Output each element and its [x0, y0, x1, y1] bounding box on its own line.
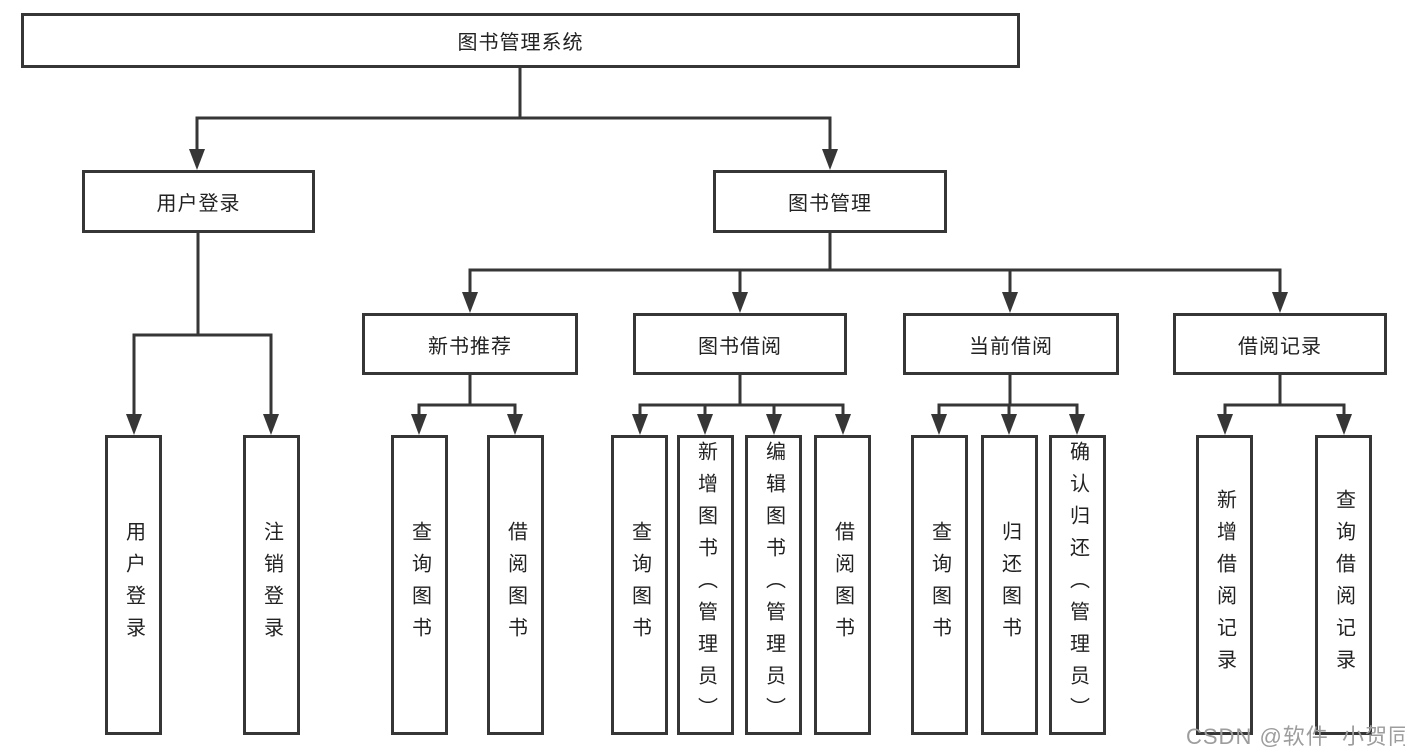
leaf-label: 查询图书: [408, 521, 431, 649]
leaf-logout: 注销登录: [243, 435, 300, 735]
node-label: 用户登录: [156, 193, 241, 215]
arrowhead-icons: [126, 149, 1352, 435]
node-label: 图书管理系统: [457, 32, 584, 54]
leaf-borrow-books: 借阅图书: [814, 435, 871, 735]
leaf-label: 借阅图书: [504, 521, 527, 649]
leaf-confirm-return-admin: 确认归还（管理员）: [1049, 435, 1106, 735]
node-label: 图书管理: [788, 193, 872, 215]
leaf-query-books-recommend: 查询图书: [391, 435, 448, 735]
node-label: 图书借阅: [698, 335, 782, 358]
leaf-return-book: 归还图书: [981, 435, 1038, 735]
node-current-borrow: 当前借阅: [903, 313, 1119, 375]
csdn-watermark: CSDN @软件_小贺同学: [1186, 724, 1405, 747]
node-borrow-records: 借阅记录: [1173, 313, 1387, 375]
node-new-book-recommend: 新书推荐: [362, 313, 578, 375]
leaf-borrow-books-recommend: 借阅图书: [487, 435, 544, 735]
leaf-label: 用户登录: [122, 521, 145, 649]
leaf-label: 编辑图书（管理员）: [762, 441, 785, 729]
leaf-label: 归还图书: [998, 521, 1021, 649]
leaf-add-book-admin: 新增图书（管理员）: [677, 435, 734, 735]
leaf-label: 查询借阅记录: [1332, 489, 1355, 681]
leaf-label: 借阅图书: [831, 521, 854, 649]
leaf-label: 新增借阅记录: [1213, 489, 1236, 681]
node-label: 当前借阅: [969, 335, 1053, 358]
leaf-user-login: 用户登录: [105, 435, 162, 735]
node-book-borrow: 图书借阅: [633, 313, 847, 375]
leaf-add-borrow-record: 新增借阅记录: [1196, 435, 1253, 735]
leaf-query-borrow-record: 查询借阅记录: [1315, 435, 1372, 735]
leaf-query-books-current: 查询图书: [911, 435, 968, 735]
leaf-label: 注销登录: [260, 521, 283, 649]
leaf-label: 新增图书（管理员）: [694, 441, 717, 729]
leaf-label: 查询图书: [628, 521, 651, 649]
node-library-system: 图书管理系统: [21, 13, 1020, 68]
node-label: 借阅记录: [1238, 335, 1322, 358]
node-book-management: 图书管理: [713, 170, 947, 233]
node-user-login: 用户登录: [82, 170, 315, 233]
leaf-edit-book-admin: 编辑图书（管理员）: [745, 435, 802, 735]
leaf-query-books-borrow: 查询图书: [611, 435, 668, 735]
leaf-label: 确认归还（管理员）: [1066, 441, 1089, 729]
node-label: 新书推荐: [428, 335, 512, 358]
leaf-label: 查询图书: [928, 521, 951, 649]
